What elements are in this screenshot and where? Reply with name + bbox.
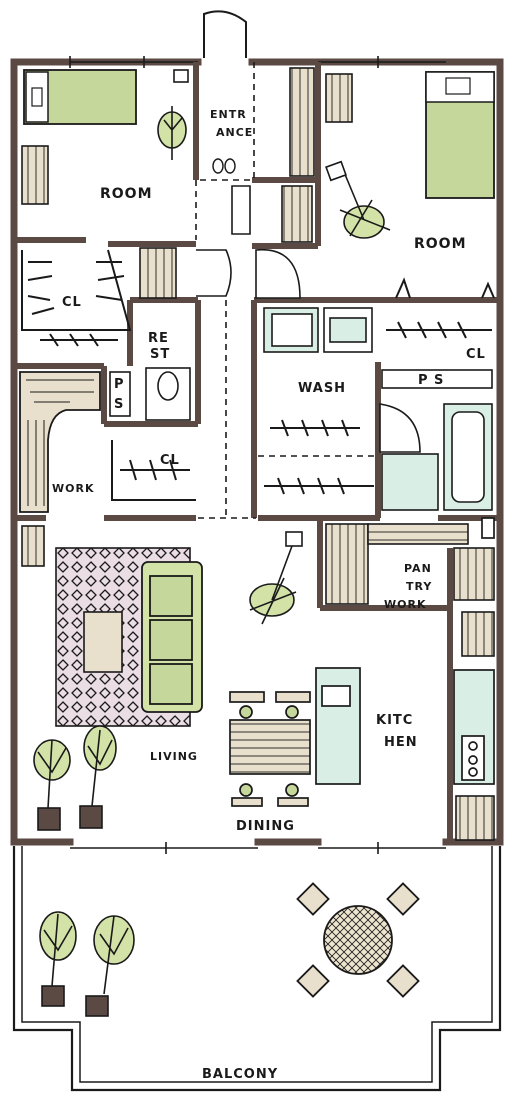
label-balcony: BALCONY — [202, 1067, 278, 1082]
label-kitchen-2: HEN — [384, 735, 418, 750]
label-kitchen-1: KITC — [376, 713, 413, 728]
plant-icon — [39, 911, 135, 1017]
slippers-icon — [212, 158, 236, 174]
label-pantry-2: TRY — [406, 580, 432, 593]
dining-table — [229, 691, 311, 807]
plant-icon — [325, 160, 391, 239]
bed-right — [425, 71, 495, 199]
label-rest-2: ST — [150, 347, 170, 362]
wood-furniture — [21, 67, 495, 841]
balcony-area — [12, 846, 502, 1092]
bed-left — [23, 69, 137, 125]
label-room-left: ROOM — [100, 186, 153, 202]
sofa — [141, 561, 203, 713]
label-room-right: ROOM — [414, 236, 467, 252]
plant-icon — [33, 725, 117, 831]
label-closet-upper: CL — [62, 295, 82, 310]
label-dining: DINING — [236, 819, 295, 834]
entrance-fixtures — [196, 185, 301, 299]
label-closet-right: CL — [466, 347, 486, 362]
label-ps-left-1: P — [114, 377, 125, 392]
label-closet-mid: CL — [160, 453, 180, 468]
washroom-fixtures — [109, 307, 493, 511]
kitchen-fixtures — [315, 517, 495, 785]
work-desk — [19, 371, 101, 513]
closet-hatching — [21, 249, 495, 501]
label-ps-left-2: S — [114, 397, 124, 412]
interior-walls — [16, 62, 500, 842]
plant-icon — [249, 531, 303, 625]
label-pantry-1: PAN — [404, 562, 432, 575]
plants — [33, 69, 391, 1017]
label-work-left: WORK — [52, 482, 94, 495]
label-ps-right: P S — [418, 373, 444, 388]
label-rest-1: RE — [148, 331, 169, 346]
room-labels: ENTR ANCE ROOM ROOM CL CL CL RE ST P S P… — [52, 108, 486, 1082]
plant-icon — [157, 69, 189, 160]
label-entrance-2: ANCE — [216, 126, 253, 139]
label-entrance-1: ENTR — [210, 108, 247, 121]
label-living: LIVING — [150, 750, 198, 763]
balcony-table — [296, 882, 420, 998]
label-work-right: WORK — [384, 598, 426, 611]
label-wash: WASH — [298, 381, 346, 396]
